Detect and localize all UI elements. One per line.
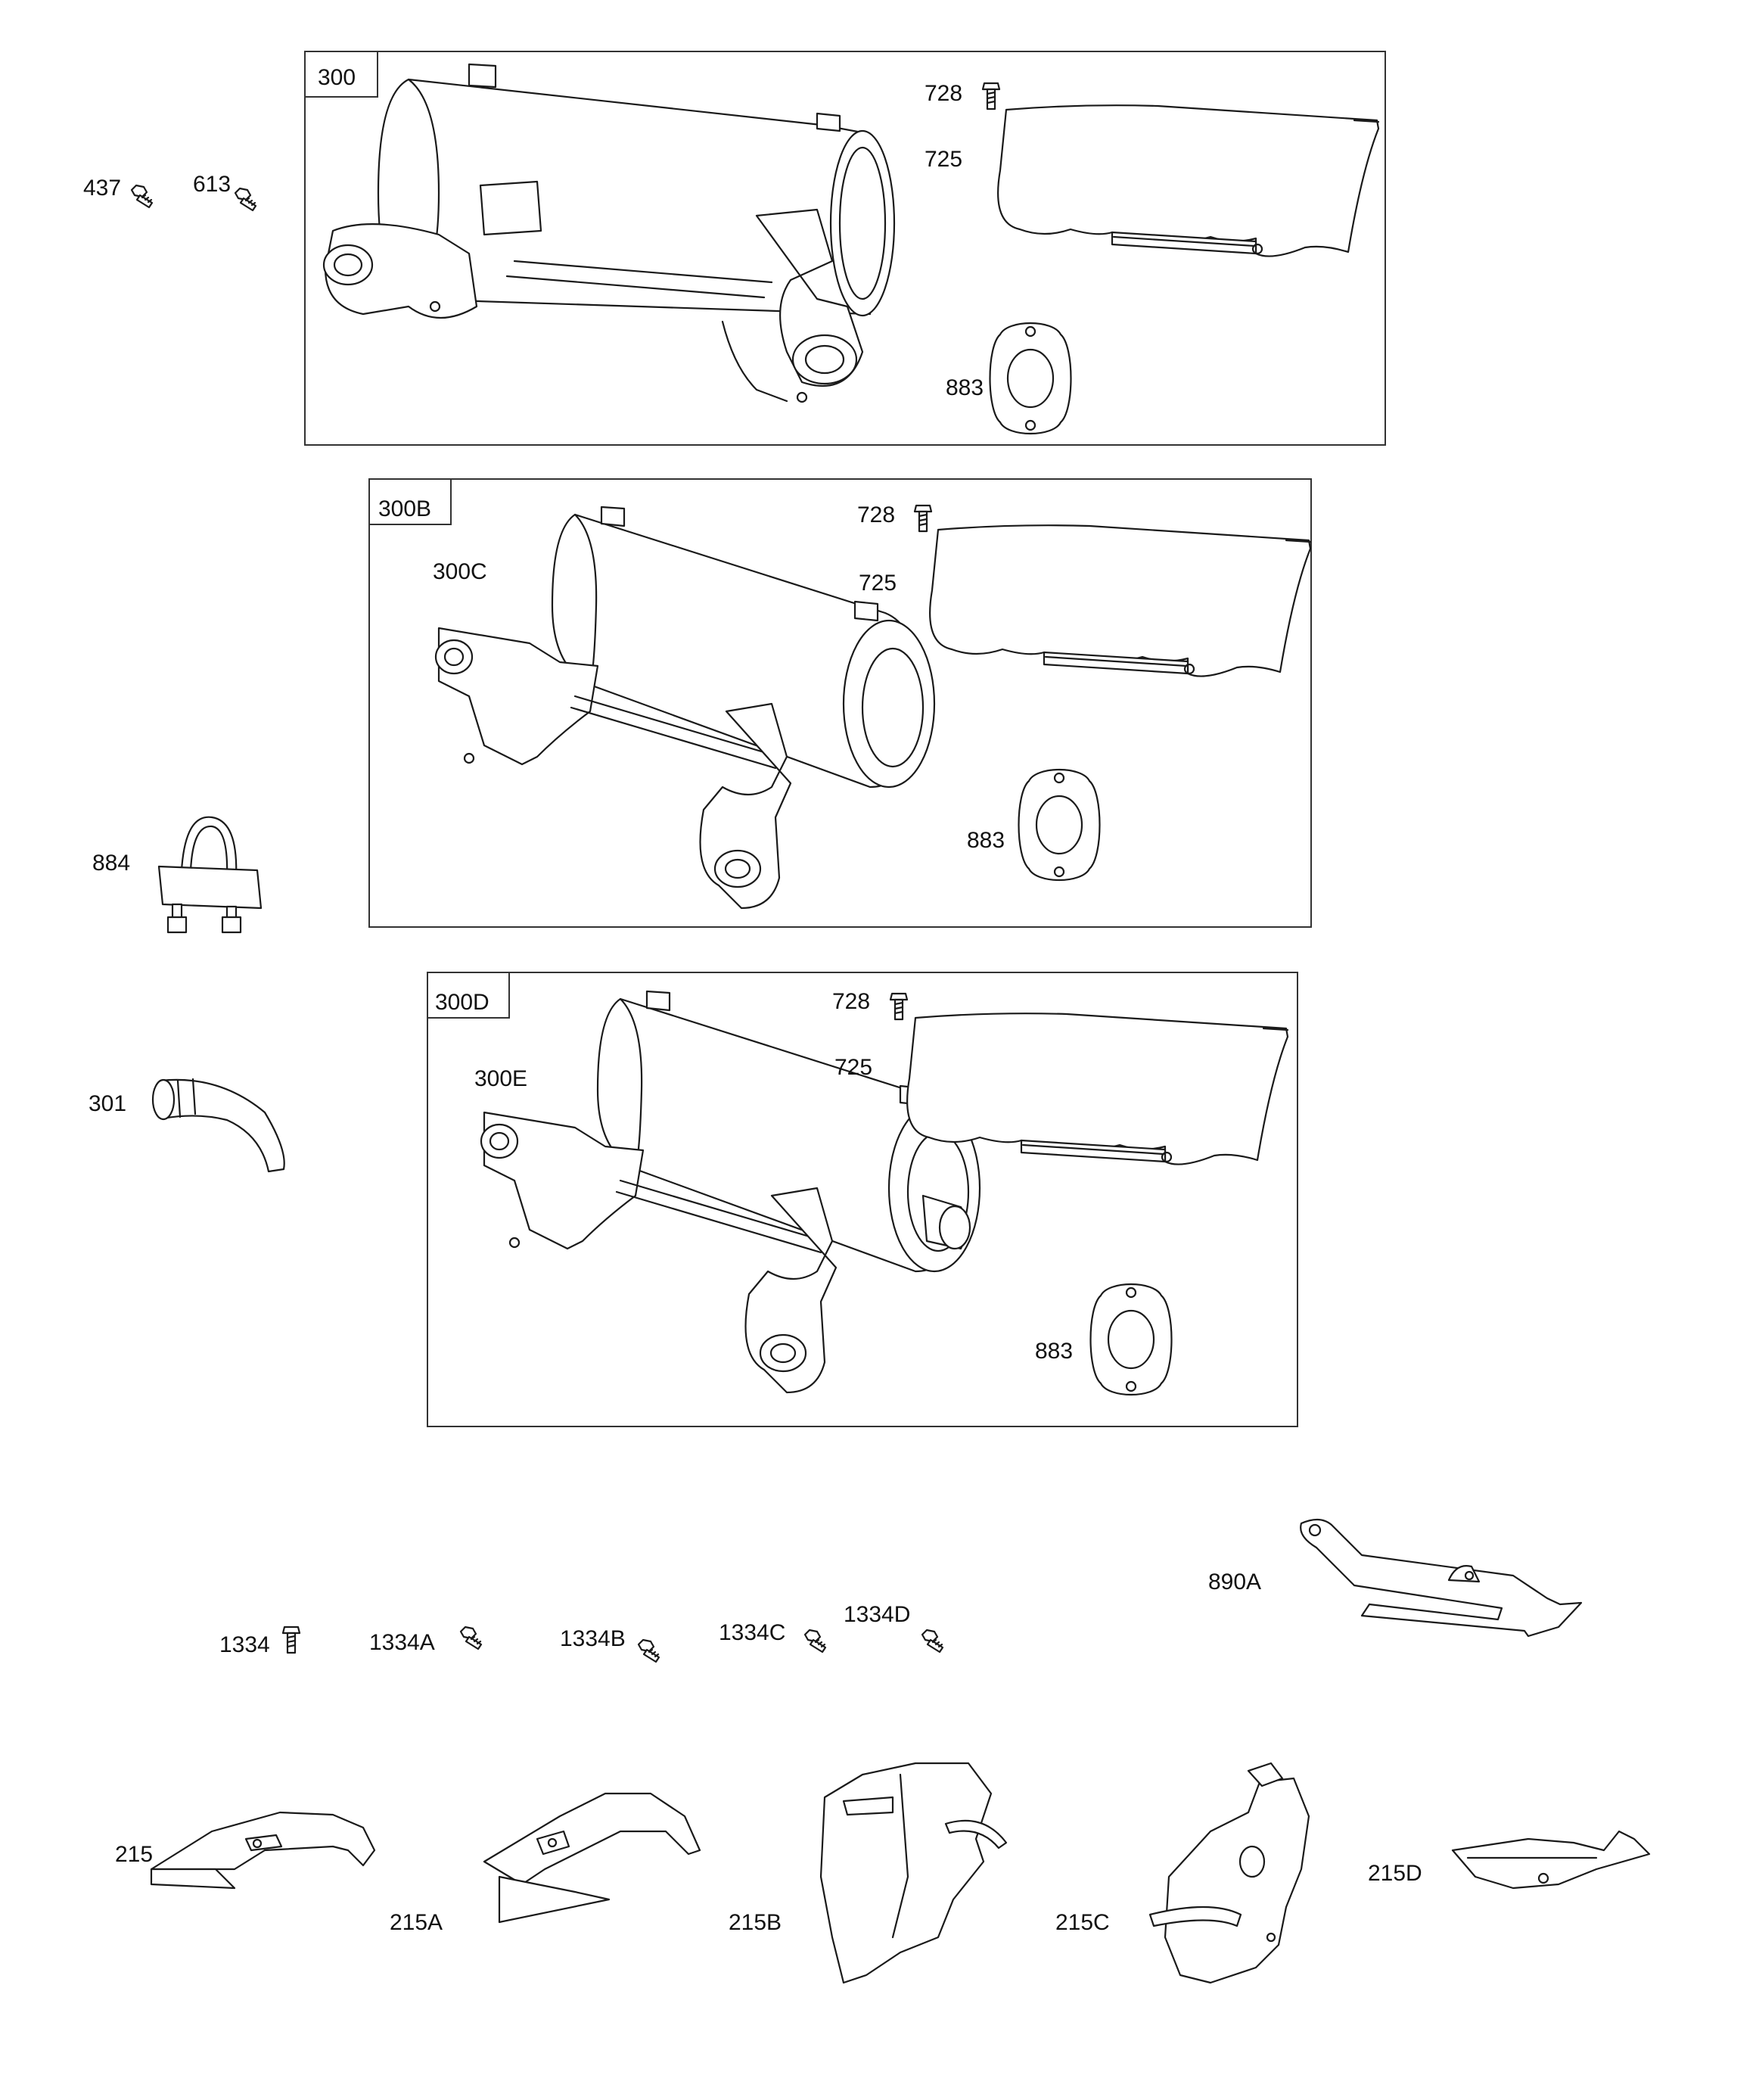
gasket-883-part [989, 322, 1072, 435]
label-1334b: 1334B [560, 1626, 626, 1651]
label-890a: 890A [1208, 1570, 1261, 1594]
shield-725-part [997, 104, 1380, 257]
shield-215c-part [1148, 1762, 1310, 1984]
pipe-301-part [151, 1078, 285, 1173]
bolt-613-part [234, 187, 257, 212]
section-300d-frame [427, 972, 1298, 1427]
section-300b-label: 300B [378, 496, 431, 521]
label-725: 725 [859, 571, 897, 596]
label-883: 883 [1035, 1339, 1073, 1364]
label-728: 728 [857, 502, 895, 527]
label-883: 883 [946, 375, 984, 400]
shield-215d-part [1451, 1830, 1651, 1890]
label-883: 883 [967, 828, 1005, 853]
label-215: 215 [115, 1842, 153, 1867]
label-1334c: 1334C [719, 1620, 785, 1645]
label-884: 884 [92, 851, 130, 876]
shield-215b-part [819, 1762, 1008, 1984]
label-215a: 215A [390, 1910, 443, 1935]
label-728: 728 [832, 989, 870, 1014]
bolt-1334c-part [803, 1629, 827, 1654]
muffler-300c-part [434, 506, 936, 910]
section-300b-frame [368, 478, 1312, 928]
label-215c: 215C [1055, 1910, 1110, 1935]
section-300d: 300D 300E 728 725 883 [427, 972, 1298, 1427]
clamp-884-part [157, 816, 263, 934]
label-300e: 300E [474, 1066, 527, 1091]
bolt-1334d-part [921, 1629, 944, 1654]
section-300d-label: 300D [435, 990, 489, 1015]
label-1334d: 1334D [844, 1602, 910, 1627]
bolt-1334-part [281, 1626, 301, 1654]
bolt-1334b-part [637, 1638, 660, 1663]
label-725: 725 [834, 1055, 872, 1080]
section-300d-tab [427, 972, 510, 1019]
bolt-728-part [913, 504, 933, 533]
section-300-tab [304, 51, 378, 98]
label-728: 728 [925, 81, 962, 106]
gasket-883-part [1018, 768, 1101, 882]
bolt-728-part [981, 82, 1001, 110]
label-301: 301 [89, 1091, 126, 1116]
bolt-437-part [130, 184, 154, 209]
section-300-frame [304, 51, 1386, 446]
bolt-1334a-part [459, 1626, 483, 1650]
label-613: 613 [193, 172, 231, 197]
muffler-300-part [322, 63, 896, 403]
loose-parts: 437 613 884 301 1334 1334A 1334B 1334C [83, 172, 1651, 1984]
bracket-890a-part [1300, 1518, 1583, 1638]
label-215d: 215D [1368, 1861, 1422, 1886]
section-300: 300 728 725 883 [304, 51, 1386, 446]
section-300b: 300B 300C 728 725 883 [368, 478, 1312, 928]
shield-215-part [150, 1811, 376, 1890]
label-725: 725 [925, 147, 962, 172]
label-437: 437 [83, 176, 121, 201]
section-300b-tab [368, 478, 452, 525]
label-300c: 300C [433, 559, 487, 584]
shield-725-part [929, 524, 1312, 677]
bolt-728-part [889, 992, 909, 1021]
label-1334: 1334 [219, 1632, 270, 1657]
shield-725-part [906, 1013, 1289, 1165]
shield-215a-part [483, 1792, 701, 1924]
muffler-300e-part [480, 990, 981, 1394]
gasket-883-part [1089, 1283, 1173, 1396]
label-1334a: 1334A [369, 1630, 435, 1655]
label-215b: 215B [729, 1910, 782, 1935]
section-300-label: 300 [318, 65, 356, 90]
